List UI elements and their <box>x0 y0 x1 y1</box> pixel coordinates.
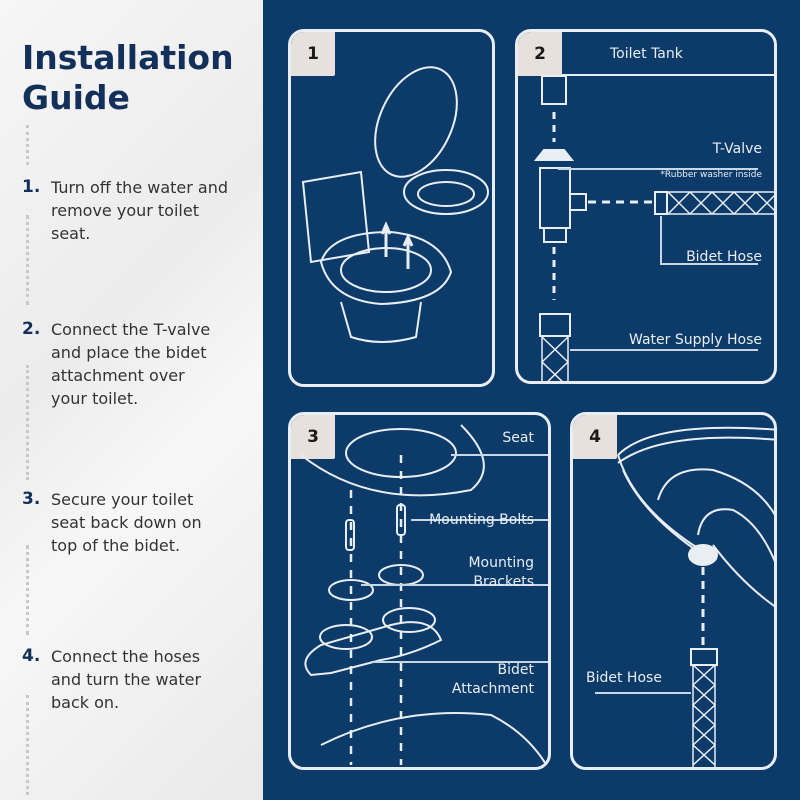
step-3: 3. Secure your toilet seat back down on … <box>22 488 221 557</box>
label-water-supply-hose: Water Supply Hose <box>629 332 762 348</box>
label-bidet-hose: Bidet Hose <box>586 670 662 686</box>
dotted-divider <box>26 365 29 480</box>
label-mounting: Mounting <box>468 555 534 571</box>
label-attachment: Attachment <box>451 681 534 697</box>
hose-connection-illustration <box>595 426 774 767</box>
panel-4: 4 Bidet Hose <box>570 412 777 770</box>
title-line-1: Installation <box>22 38 234 77</box>
label-toilet-tank: Toilet Tank <box>610 46 683 62</box>
step-text: Connect the T-valve and place the bidet … <box>51 320 211 408</box>
dotted-divider <box>26 125 29 165</box>
instructions-column: Installation Guide 1. Turn off the water… <box>0 0 263 800</box>
step-number: 1. <box>22 177 41 197</box>
label-mounting-bolts: Mounting Bolts <box>429 512 534 528</box>
panel-1: 1 <box>288 29 495 387</box>
step-text: Connect the hoses and turn the water bac… <box>51 647 202 712</box>
toilet-removal-illustration <box>301 66 489 343</box>
label-bidet-hose: Bidet Hose <box>686 249 762 265</box>
step-2: 2. Connect the T-valve and place the bid… <box>22 318 221 410</box>
dotted-divider <box>26 545 29 635</box>
label-bidet: Bidet <box>497 662 534 678</box>
step-number: 3. <box>22 489 41 509</box>
seat-bidet-assembly-illustration <box>300 424 548 767</box>
label-t-valve: T-Valve <box>712 141 762 157</box>
t-valve-illustration <box>533 75 774 381</box>
panel-2: 2 Toilet Tank T-Valve *Rubber washer ins… <box>515 29 777 384</box>
page-title: Installation Guide <box>22 38 234 118</box>
step-4: 4. Connect the hoses and turn the water … <box>22 645 216 714</box>
label-seat: Seat <box>502 430 534 446</box>
dotted-divider <box>26 695 29 795</box>
panel-number-badge: 4 <box>573 415 617 459</box>
panel-3: 3 Seat Mounting Bolts Mounting Brackets … <box>288 412 551 770</box>
step-number: 2. <box>22 319 41 339</box>
label-rubber-washer: *Rubber washer inside <box>660 170 762 180</box>
title-line-2: Guide <box>22 78 130 117</box>
header-divider <box>562 74 774 76</box>
step-number: 4. <box>22 646 41 666</box>
panel-number-badge: 3 <box>291 415 335 459</box>
panel-number-badge: 2 <box>518 32 562 76</box>
step-1: 1. Turn off the water and remove your to… <box>22 176 231 245</box>
diagram-area: 1 2 Toilet Tank <box>263 0 800 800</box>
label-brackets: Brackets <box>473 574 534 590</box>
step-text: Secure your toilet seat back down on top… <box>51 490 202 555</box>
step-text: Turn off the water and remove your toile… <box>51 178 229 243</box>
dotted-divider <box>26 215 29 305</box>
panel-number-badge: 1 <box>291 32 335 76</box>
